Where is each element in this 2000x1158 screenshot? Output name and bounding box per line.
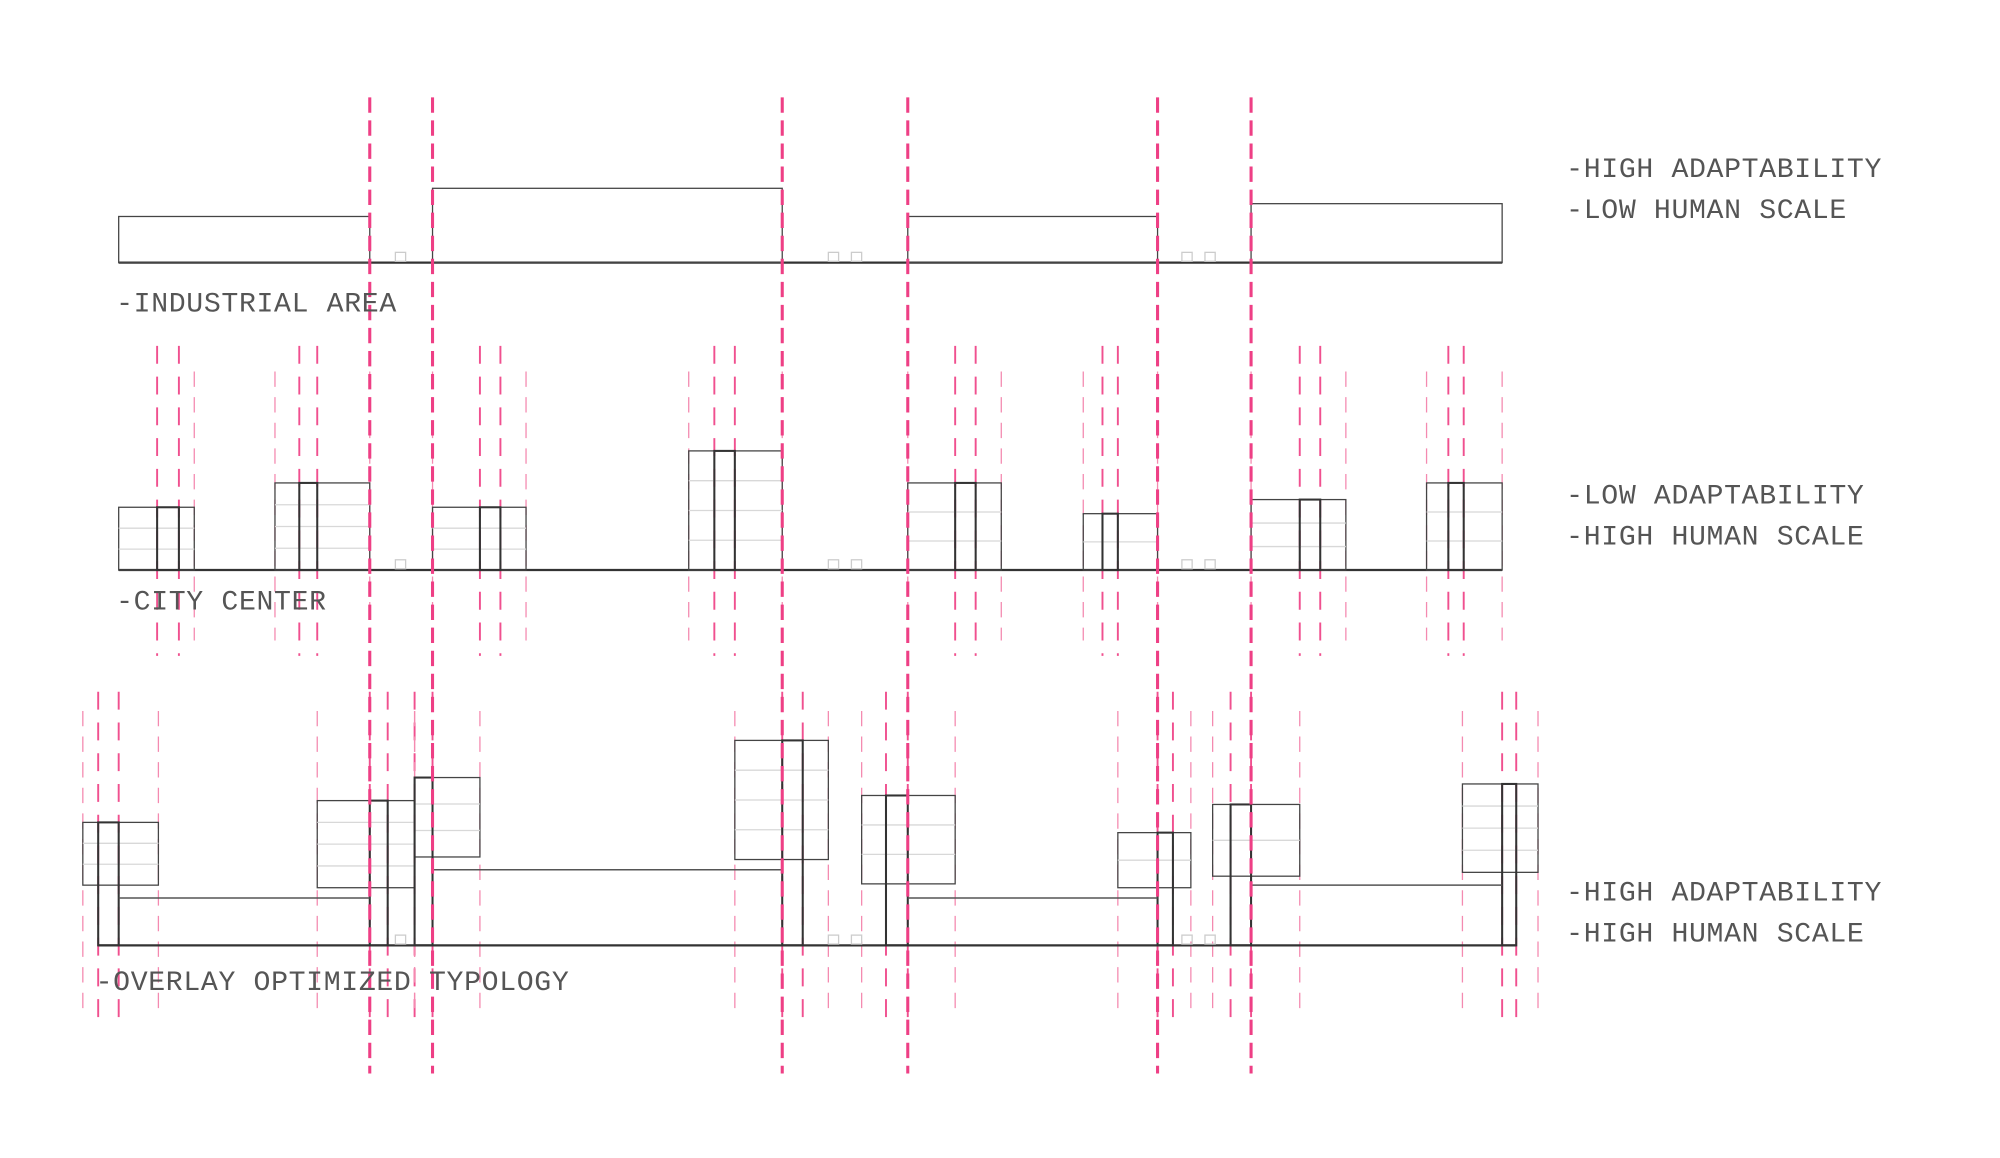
building-core	[1101, 512, 1119, 572]
small-unit	[394, 251, 407, 262]
small-unit	[850, 251, 863, 262]
building-core	[413, 776, 434, 947]
building-core	[884, 794, 909, 947]
trait-industrial-1: -HIGH ADAPTABILITY	[1566, 155, 1882, 186]
trait-industrial-2: -LOW HUMAN SCALE	[1566, 196, 1847, 227]
trait-labels: -HIGH ADAPTABILITY -LOW HUMAN SCALE -LOW…	[1566, 155, 1882, 951]
small-unit	[1204, 559, 1216, 570]
small-unit	[394, 559, 407, 570]
small-unit	[1204, 934, 1216, 945]
building-core	[97, 821, 120, 947]
main-axis-lines	[368, 97, 1253, 1074]
small-unit	[827, 251, 840, 262]
building-core	[1156, 831, 1174, 947]
grid-lines	[82, 345, 1539, 1025]
small-unit	[827, 934, 840, 945]
overlay-building	[413, 776, 481, 858]
row-label-overlay: -OVERLAY OPTIMIZED TYPOLOGY	[96, 968, 570, 999]
building-core	[298, 481, 319, 572]
row-label-industrial: -INDUSTRIAL AREA	[116, 289, 397, 320]
small-unit	[1181, 934, 1193, 945]
industrial-building	[118, 215, 371, 264]
industrial-building	[1250, 203, 1503, 264]
trait-overlay-2: -HIGH HUMAN SCALE	[1566, 920, 1864, 951]
small-unit	[1181, 251, 1193, 262]
small-unit	[827, 559, 840, 570]
small-unit	[394, 934, 407, 945]
small-unit	[1181, 559, 1193, 570]
industrial-building	[431, 187, 783, 264]
small-unit	[1204, 251, 1216, 262]
row-label-city-center: -CITY CENTER	[116, 588, 327, 619]
trait-city-1: -LOW ADAPTABILITY	[1566, 481, 1864, 512]
overlay-building	[82, 821, 160, 886]
small-unit	[850, 934, 863, 945]
building-core	[1447, 481, 1465, 572]
building-core	[954, 481, 977, 572]
trait-city-2: -HIGH HUMAN SCALE	[1566, 522, 1864, 553]
row-labels: -INDUSTRIAL AREA -CITY CENTER -OVERLAY O…	[96, 289, 570, 999]
building-core	[1298, 498, 1322, 572]
trait-overlay-1: -HIGH ADAPTABILITY	[1566, 879, 1882, 910]
industrial-building	[907, 215, 1159, 264]
building-core	[1229, 803, 1253, 947]
small-unit	[850, 559, 863, 570]
building-core	[713, 449, 736, 572]
city-building	[1250, 498, 1347, 571]
building-core	[478, 506, 502, 572]
building-core	[1501, 782, 1518, 947]
building-core	[156, 506, 180, 572]
building-core	[781, 739, 804, 947]
